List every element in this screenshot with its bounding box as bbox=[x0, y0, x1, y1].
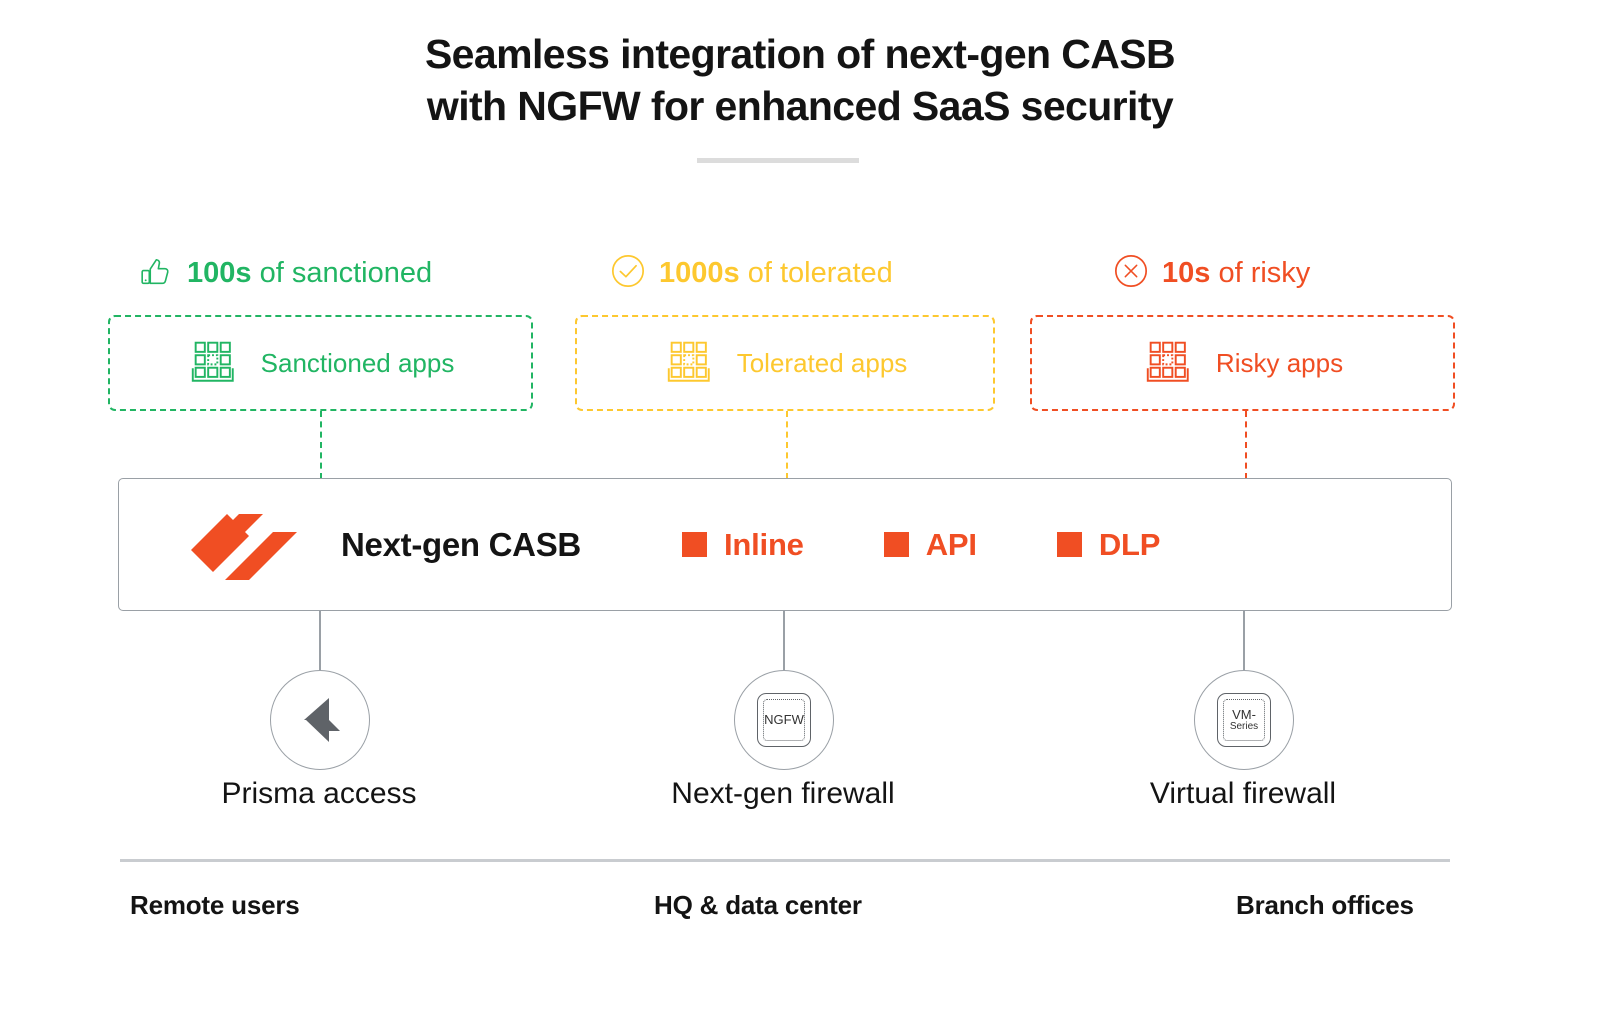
node-label-virtual-firewall: Virtual firewall bbox=[1149, 777, 1337, 810]
casb-chip-label-dlp: DLP bbox=[1098, 526, 1161, 562]
vm-series-device-icon: VM- Series bbox=[1217, 693, 1271, 747]
connector-tolerated-to-casb bbox=[786, 411, 788, 479]
node-label-next-gen-firewall: Next-gen firewall bbox=[671, 777, 895, 810]
next-gen-casb-panel[interactable]: Next-gen CASB Inline API DLP bbox=[118, 478, 1452, 611]
check-circle-icon bbox=[610, 253, 646, 294]
casb-chip-dlp[interactable]: DLP bbox=[1056, 526, 1161, 563]
ngfw-device-text: NGFW bbox=[764, 712, 804, 728]
apps-box-sanctioned[interactable]: Sanctioned apps bbox=[108, 315, 533, 411]
connector-risky-to-casb bbox=[1245, 411, 1247, 479]
category-header-sanctioned: 100s of sanctioned bbox=[136, 252, 533, 294]
square-bullet-icon bbox=[1056, 532, 1082, 557]
category-header-text-sanctioned: 100s of sanctioned bbox=[187, 256, 432, 290]
square-bullet-icon bbox=[883, 532, 909, 557]
apps-box-risky[interactable]: Risky apps bbox=[1030, 315, 1455, 411]
category-suffix-risky: of risky bbox=[1210, 257, 1311, 289]
node-next-gen-firewall[interactable]: NGFW bbox=[734, 670, 834, 770]
zone-divider bbox=[120, 859, 1450, 862]
apps-grid-icon bbox=[187, 335, 239, 392]
category-suffix-sanctioned: of sanctioned bbox=[251, 257, 433, 289]
square-bullet-icon bbox=[681, 532, 707, 557]
page-title: Seamless integration of next-gen CASB wi… bbox=[0, 28, 1600, 132]
thumbs-up-icon bbox=[136, 252, 174, 295]
casb-chip-api[interactable]: API bbox=[883, 526, 977, 563]
connector-casb-to-virtual-firewall bbox=[1243, 611, 1245, 670]
apps-box-label-sanctioned: Sanctioned apps bbox=[260, 348, 455, 378]
casb-chip-inline[interactable]: Inline bbox=[681, 526, 804, 563]
node-prisma-access[interactable] bbox=[270, 670, 370, 770]
zone-label-remote-users: Remote users bbox=[130, 890, 300, 920]
category-count-tolerated: 1000s bbox=[659, 257, 740, 289]
category-count-sanctioned: 100s bbox=[187, 257, 252, 289]
x-circle-icon bbox=[1113, 253, 1149, 294]
apps-grid-icon bbox=[1142, 335, 1194, 392]
apps-box-label-risky: Risky apps bbox=[1215, 348, 1344, 378]
category-group-tolerated: 1000s of tolerated bbox=[575, 252, 995, 294]
vm-series-device-text-line-1: VM- bbox=[1232, 707, 1256, 723]
category-suffix-tolerated: of tolerated bbox=[739, 257, 893, 289]
title-divider bbox=[697, 158, 859, 163]
category-header-tolerated: 1000s of tolerated bbox=[610, 252, 995, 294]
casb-chip-label-api: API bbox=[925, 526, 977, 562]
connector-sanctioned-to-casb bbox=[320, 411, 322, 479]
zone-label-hq-data-center: HQ & data center bbox=[654, 890, 862, 920]
node-virtual-firewall[interactable]: VM- Series bbox=[1194, 670, 1294, 770]
category-count-risky: 10s bbox=[1162, 257, 1211, 289]
prisma-access-icon bbox=[292, 690, 348, 751]
category-group-risky: 10s of risky bbox=[1030, 252, 1455, 294]
casb-title: Next-gen CASB bbox=[341, 525, 581, 563]
page-title-line-1: Seamless integration of next-gen CASB bbox=[424, 31, 1176, 77]
palo-alto-networks-logo bbox=[187, 504, 303, 586]
category-group-sanctioned: 100s of sanctioned bbox=[108, 252, 533, 294]
connector-casb-to-ngfw bbox=[783, 611, 785, 670]
casb-capability-list: Inline API DLP bbox=[681, 526, 1161, 563]
category-header-text-risky: 10s of risky bbox=[1162, 256, 1310, 290]
zone-label-branch-offices: Branch offices bbox=[1236, 890, 1414, 920]
apps-box-label-tolerated: Tolerated apps bbox=[736, 348, 908, 378]
node-label-prisma-access: Prisma access bbox=[221, 777, 417, 810]
vm-series-device-text-line-2: Series bbox=[1229, 720, 1259, 732]
connector-casb-to-prisma-access bbox=[319, 611, 321, 670]
page-title-line-2: with NGFW for enhanced SaaS security bbox=[426, 83, 1174, 129]
category-header-text-tolerated: 1000s of tolerated bbox=[659, 256, 893, 290]
apps-box-tolerated[interactable]: Tolerated apps bbox=[575, 315, 995, 411]
casb-chip-label-inline: Inline bbox=[723, 526, 804, 562]
category-header-risky: 10s of risky bbox=[1113, 252, 1455, 294]
ngfw-device-icon: NGFW bbox=[757, 693, 811, 747]
apps-grid-icon bbox=[663, 335, 715, 392]
